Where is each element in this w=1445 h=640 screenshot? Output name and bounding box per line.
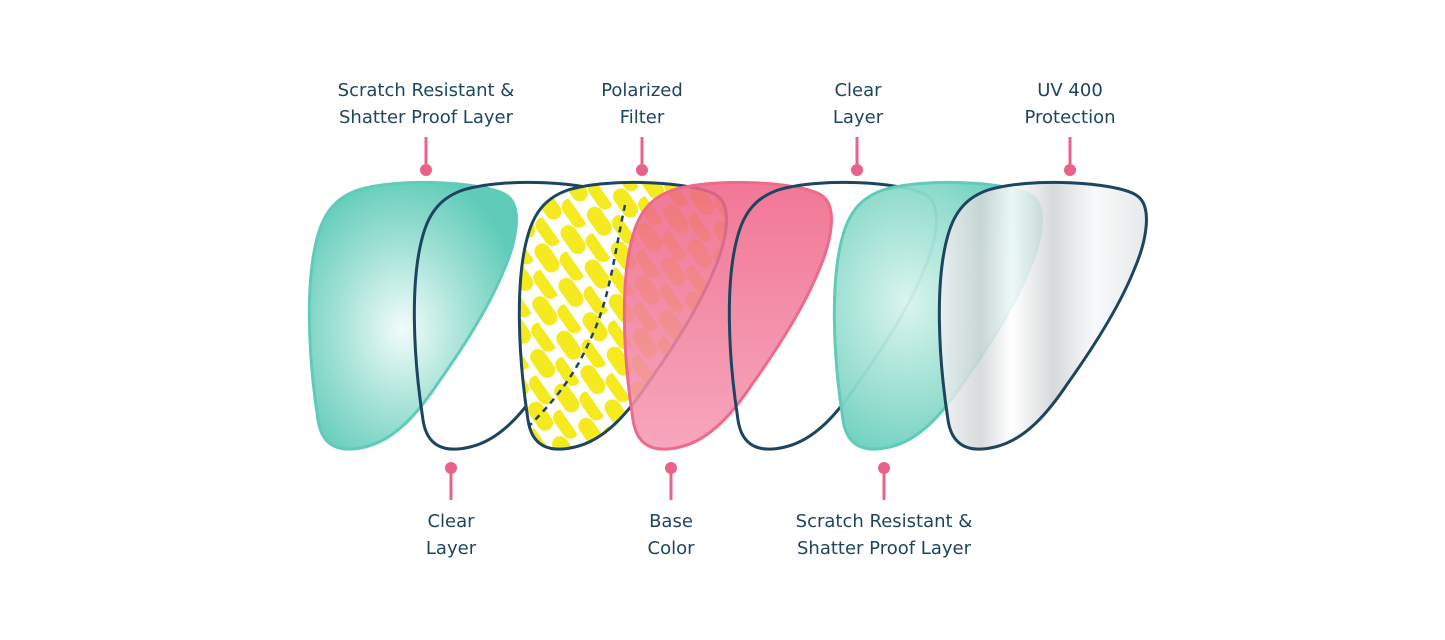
label-bottom-scratch-resistant: Scratch Resistant & Shatter Proof Layer: [754, 508, 1014, 562]
label-line: Layer: [425, 538, 477, 559]
marker-top-clear-layer: [851, 137, 863, 176]
label-line: Protection: [1024, 107, 1116, 128]
label-line: Filter: [619, 107, 665, 128]
lens-layer-uv-protection: [937, 180, 1148, 451]
label-top-polarized-filter: Polarized Filter: [512, 77, 772, 131]
marker-top-polarized-filter: [636, 137, 648, 176]
label-line: Base: [649, 511, 693, 532]
label-bottom-base-color: Base Color: [541, 508, 801, 562]
label-line: Scratch Resistant &: [337, 80, 515, 101]
label-top-scratch-resistant: Scratch Resistant & Shatter Proof Layer: [296, 77, 556, 131]
label-top-uv-protection: UV 400 Protection: [940, 77, 1200, 131]
label-line: Polarized: [601, 80, 683, 101]
marker-bottom-base-color: [665, 462, 677, 500]
label-line: Color: [647, 538, 695, 559]
label-line: Clear: [834, 80, 882, 101]
label-line: Shatter Proof Layer: [797, 538, 971, 559]
label-top-clear-layer: Clear Layer: [728, 77, 988, 131]
marker-top-uv-protection: [1064, 137, 1076, 176]
label-line: Layer: [832, 107, 884, 128]
marker-top-scratch-resistant: [420, 137, 432, 176]
label-line: Scratch Resistant &: [795, 511, 973, 532]
marker-bottom-clear-layer: [445, 462, 457, 500]
label-line: UV 400: [1037, 80, 1103, 101]
label-bottom-clear-layer: Clear Layer: [321, 508, 581, 562]
label-line: Clear: [427, 511, 475, 532]
marker-bottom-scratch-resistant: [878, 462, 890, 500]
label-line: Shatter Proof Layer: [339, 107, 513, 128]
